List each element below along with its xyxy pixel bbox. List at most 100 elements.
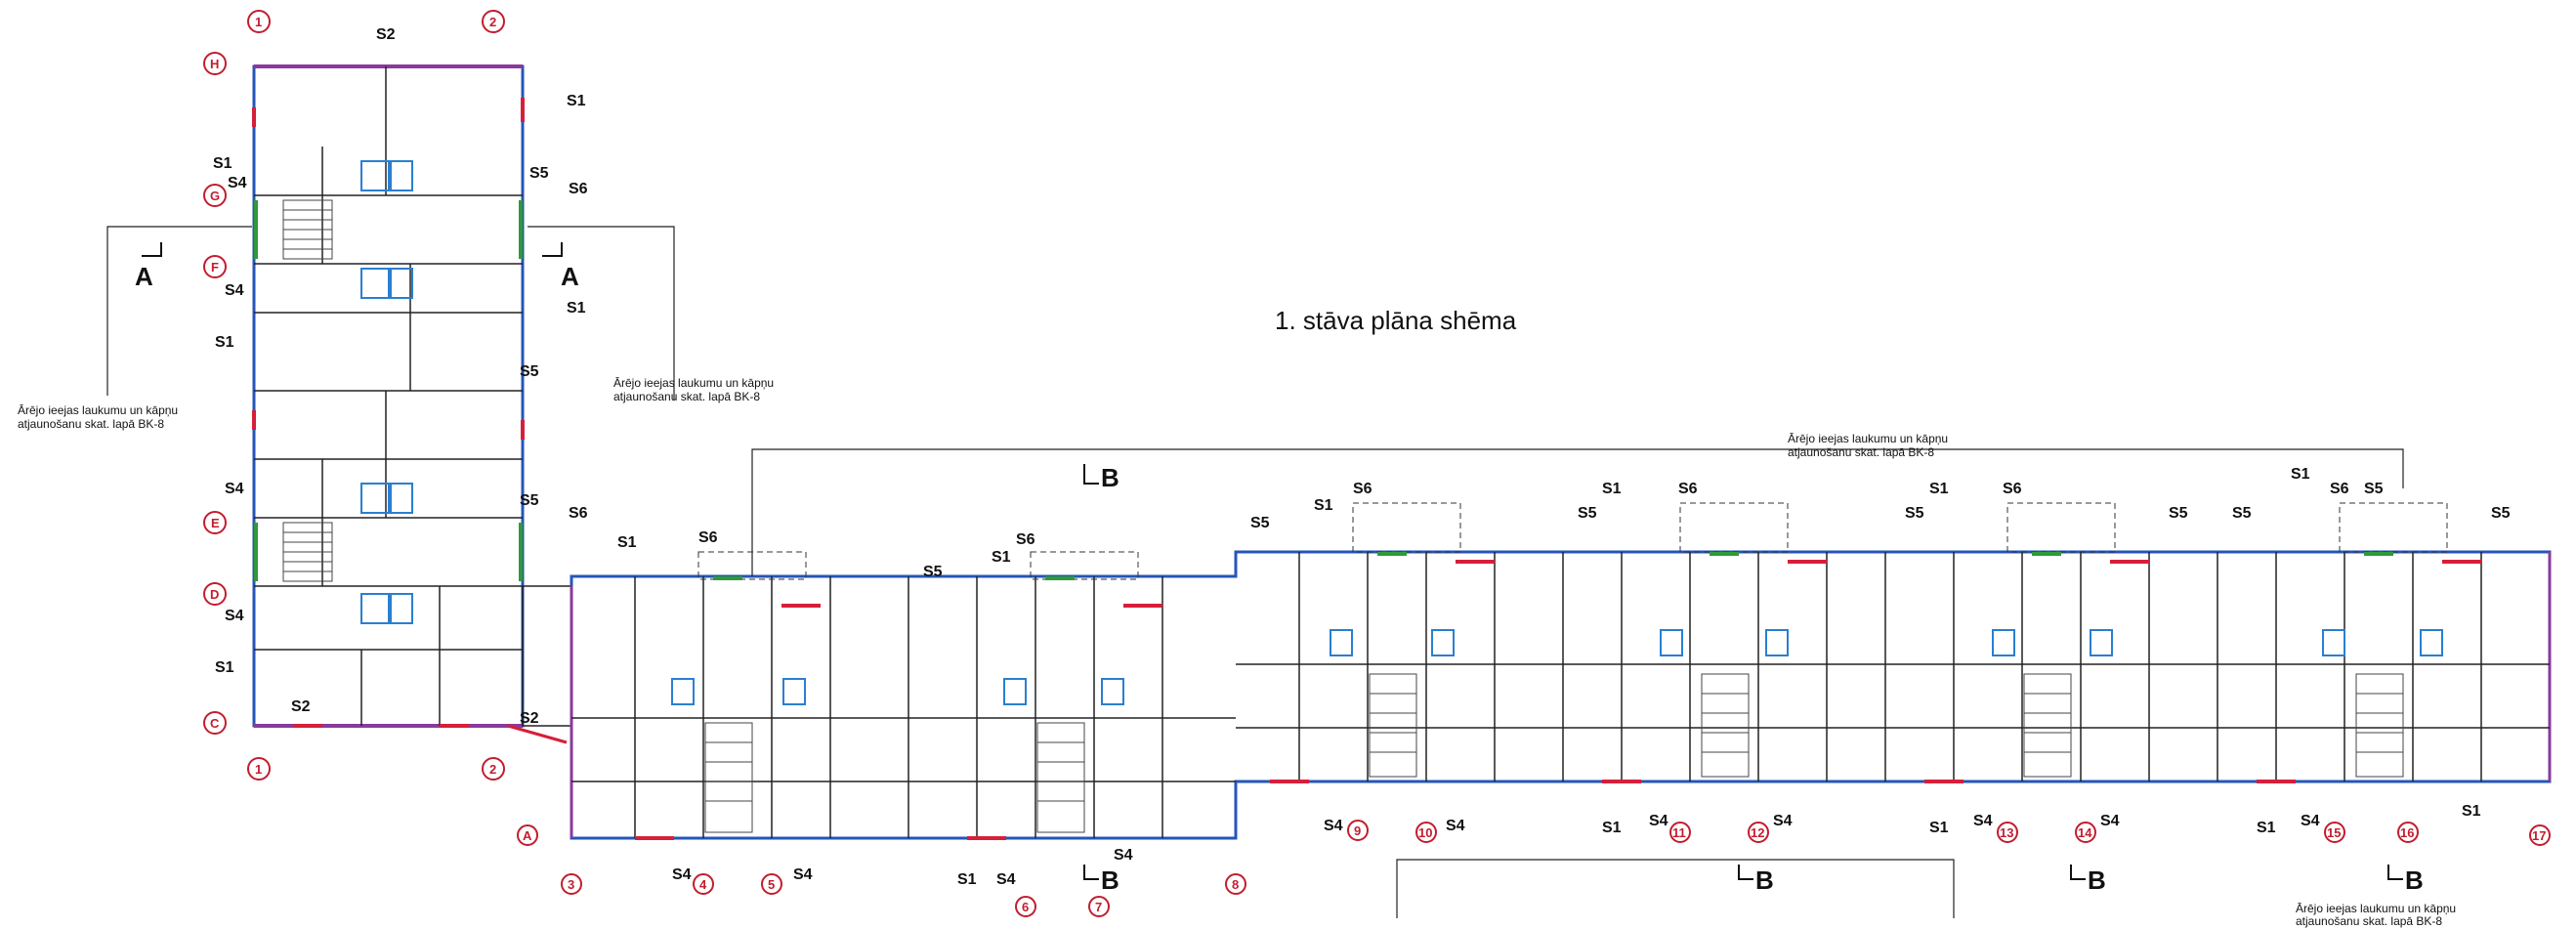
svg-text:S2: S2 [291,698,311,715]
svg-text:Ārējo ieejas laukumu un kāpņu: Ārējo ieejas laukumu un kāpņu [1788,432,1948,445]
svg-text:S4: S4 [225,608,244,624]
svg-text:S5: S5 [529,165,549,182]
svg-text:S6: S6 [2003,481,2022,497]
svg-text:S6: S6 [1678,481,1698,497]
left-wing [252,64,525,728]
svg-text:B: B [1101,866,1119,895]
svg-text:E: E [211,516,220,530]
note-leaders [106,226,2404,918]
plan-title: 1. stāva plāna shēma [1275,306,1517,335]
svg-text:S1: S1 [992,549,1011,566]
svg-text:S1: S1 [215,334,234,351]
svg-text:Ārējo ieejas laukumu un kāpņu: Ārējo ieejas laukumu un kāpņu [613,376,774,390]
svg-text:3: 3 [568,877,574,892]
section-markers [142,242,2403,880]
svg-text:Ārējo ieejas laukumu un kāpņu: Ārējo ieejas laukumu un kāpņu [2296,902,2456,915]
svg-text:atjaunošanu skat. lapā BK-8: atjaunošanu skat. lapā BK-8 [2296,914,2442,928]
svg-text:6: 6 [1022,900,1029,914]
svg-text:atjaunošanu skat. lapā BK-8: atjaunošanu skat. lapā BK-8 [613,390,760,403]
svg-text:atjaunošanu skat. lapā BK-8: atjaunošanu skat. lapā BK-8 [18,417,164,431]
svg-text:S1: S1 [2257,820,2276,836]
svg-text:S6: S6 [569,505,588,522]
note-left: Ārējo ieejas laukumu un kāpņu atjaunošan… [18,403,178,431]
svg-text:F: F [211,260,219,274]
svg-text:S2: S2 [520,710,539,727]
svg-text:S6: S6 [698,529,718,546]
svg-text:S4: S4 [2100,813,2120,829]
svg-text:S4: S4 [1649,813,1668,829]
svg-text:12: 12 [1751,825,1764,840]
axis-markers-bottom [517,820,2551,917]
svg-text:S1: S1 [1929,820,1949,836]
main-block [570,502,2552,840]
svg-text:C: C [210,716,220,731]
svg-text:S4: S4 [1773,813,1793,829]
svg-text:D: D [210,587,219,602]
svg-text:S1: S1 [1602,481,1622,497]
svg-text:S1: S1 [567,300,586,317]
svg-text:15: 15 [2327,825,2341,840]
svg-text:S5: S5 [923,564,943,580]
svg-text:S5: S5 [520,492,539,509]
svg-text:S6: S6 [1353,481,1372,497]
svg-text:S1: S1 [2291,466,2310,483]
svg-text:S1: S1 [1314,497,1333,514]
svg-text:S1: S1 [215,659,234,676]
note-center: Ārējo ieejas laukumu un kāpņu atjaunošan… [613,376,774,403]
svg-text:S4: S4 [1324,818,1343,834]
svg-text:B: B [2088,866,2106,895]
svg-text:17: 17 [2532,828,2546,843]
svg-text:5: 5 [768,877,775,892]
svg-text:S4: S4 [996,871,1016,888]
svg-text:S4: S4 [1446,818,1465,834]
svg-text:S4: S4 [228,175,247,191]
svg-text:S4: S4 [225,282,244,299]
svg-text:G: G [210,189,220,203]
svg-text:S4: S4 [672,866,692,883]
svg-text:S5: S5 [520,363,539,380]
svg-text:B: B [2405,866,2424,895]
svg-text:2: 2 [489,15,496,29]
svg-text:S1: S1 [213,155,232,172]
svg-text:8: 8 [1232,877,1239,892]
svg-text:S1: S1 [617,534,637,551]
svg-text:A: A [523,828,532,843]
svg-text:S4: S4 [2301,813,2320,829]
svg-text:1: 1 [255,762,262,777]
axis-markers-left [203,10,505,781]
svg-text:S5: S5 [2169,505,2188,522]
svg-text:14: 14 [2078,825,2092,840]
svg-text:A: A [135,262,153,291]
svg-text:S6: S6 [1016,531,1035,548]
svg-text:S1: S1 [957,871,977,888]
svg-text:S5: S5 [1578,505,1597,522]
svg-text:S6: S6 [569,181,588,197]
svg-text:S4: S4 [225,481,244,497]
svg-text:16: 16 [2400,825,2414,840]
svg-text:atjaunošanu skat. lapā BK-8: atjaunošanu skat. lapā BK-8 [1788,445,1934,459]
svg-text:B: B [1101,463,1119,492]
svg-text:Ārējo ieejas laukumu un kāpņu: Ārējo ieejas laukumu un kāpņu [18,403,178,417]
svg-text:S1: S1 [2462,803,2481,820]
svg-text:11: 11 [1672,825,1686,840]
svg-text:2: 2 [489,762,496,777]
svg-text:9: 9 [1354,823,1361,838]
svg-text:S5: S5 [2491,505,2511,522]
wall-type-labels: S2 S1 S1 S4 S5 S6 S4 S1 S1 S5 S4 S5 S6 S… [213,26,2511,888]
svg-text:S5: S5 [2232,505,2252,522]
svg-text:13: 13 [2000,825,2013,840]
svg-text:S6: S6 [2330,481,2349,497]
svg-text:S5: S5 [1250,515,1270,531]
svg-text:A: A [561,262,579,291]
svg-text:S4: S4 [1973,813,1993,829]
svg-text:H: H [210,57,219,71]
svg-text:4: 4 [699,877,707,892]
section-labels: A A B B B B B [135,262,2424,895]
svg-text:S4: S4 [793,866,813,883]
svg-text:S1: S1 [1929,481,1949,497]
svg-text:S1: S1 [1602,820,1622,836]
svg-text:7: 7 [1095,900,1102,914]
svg-text:B: B [1755,866,1774,895]
svg-text:1: 1 [255,15,262,29]
